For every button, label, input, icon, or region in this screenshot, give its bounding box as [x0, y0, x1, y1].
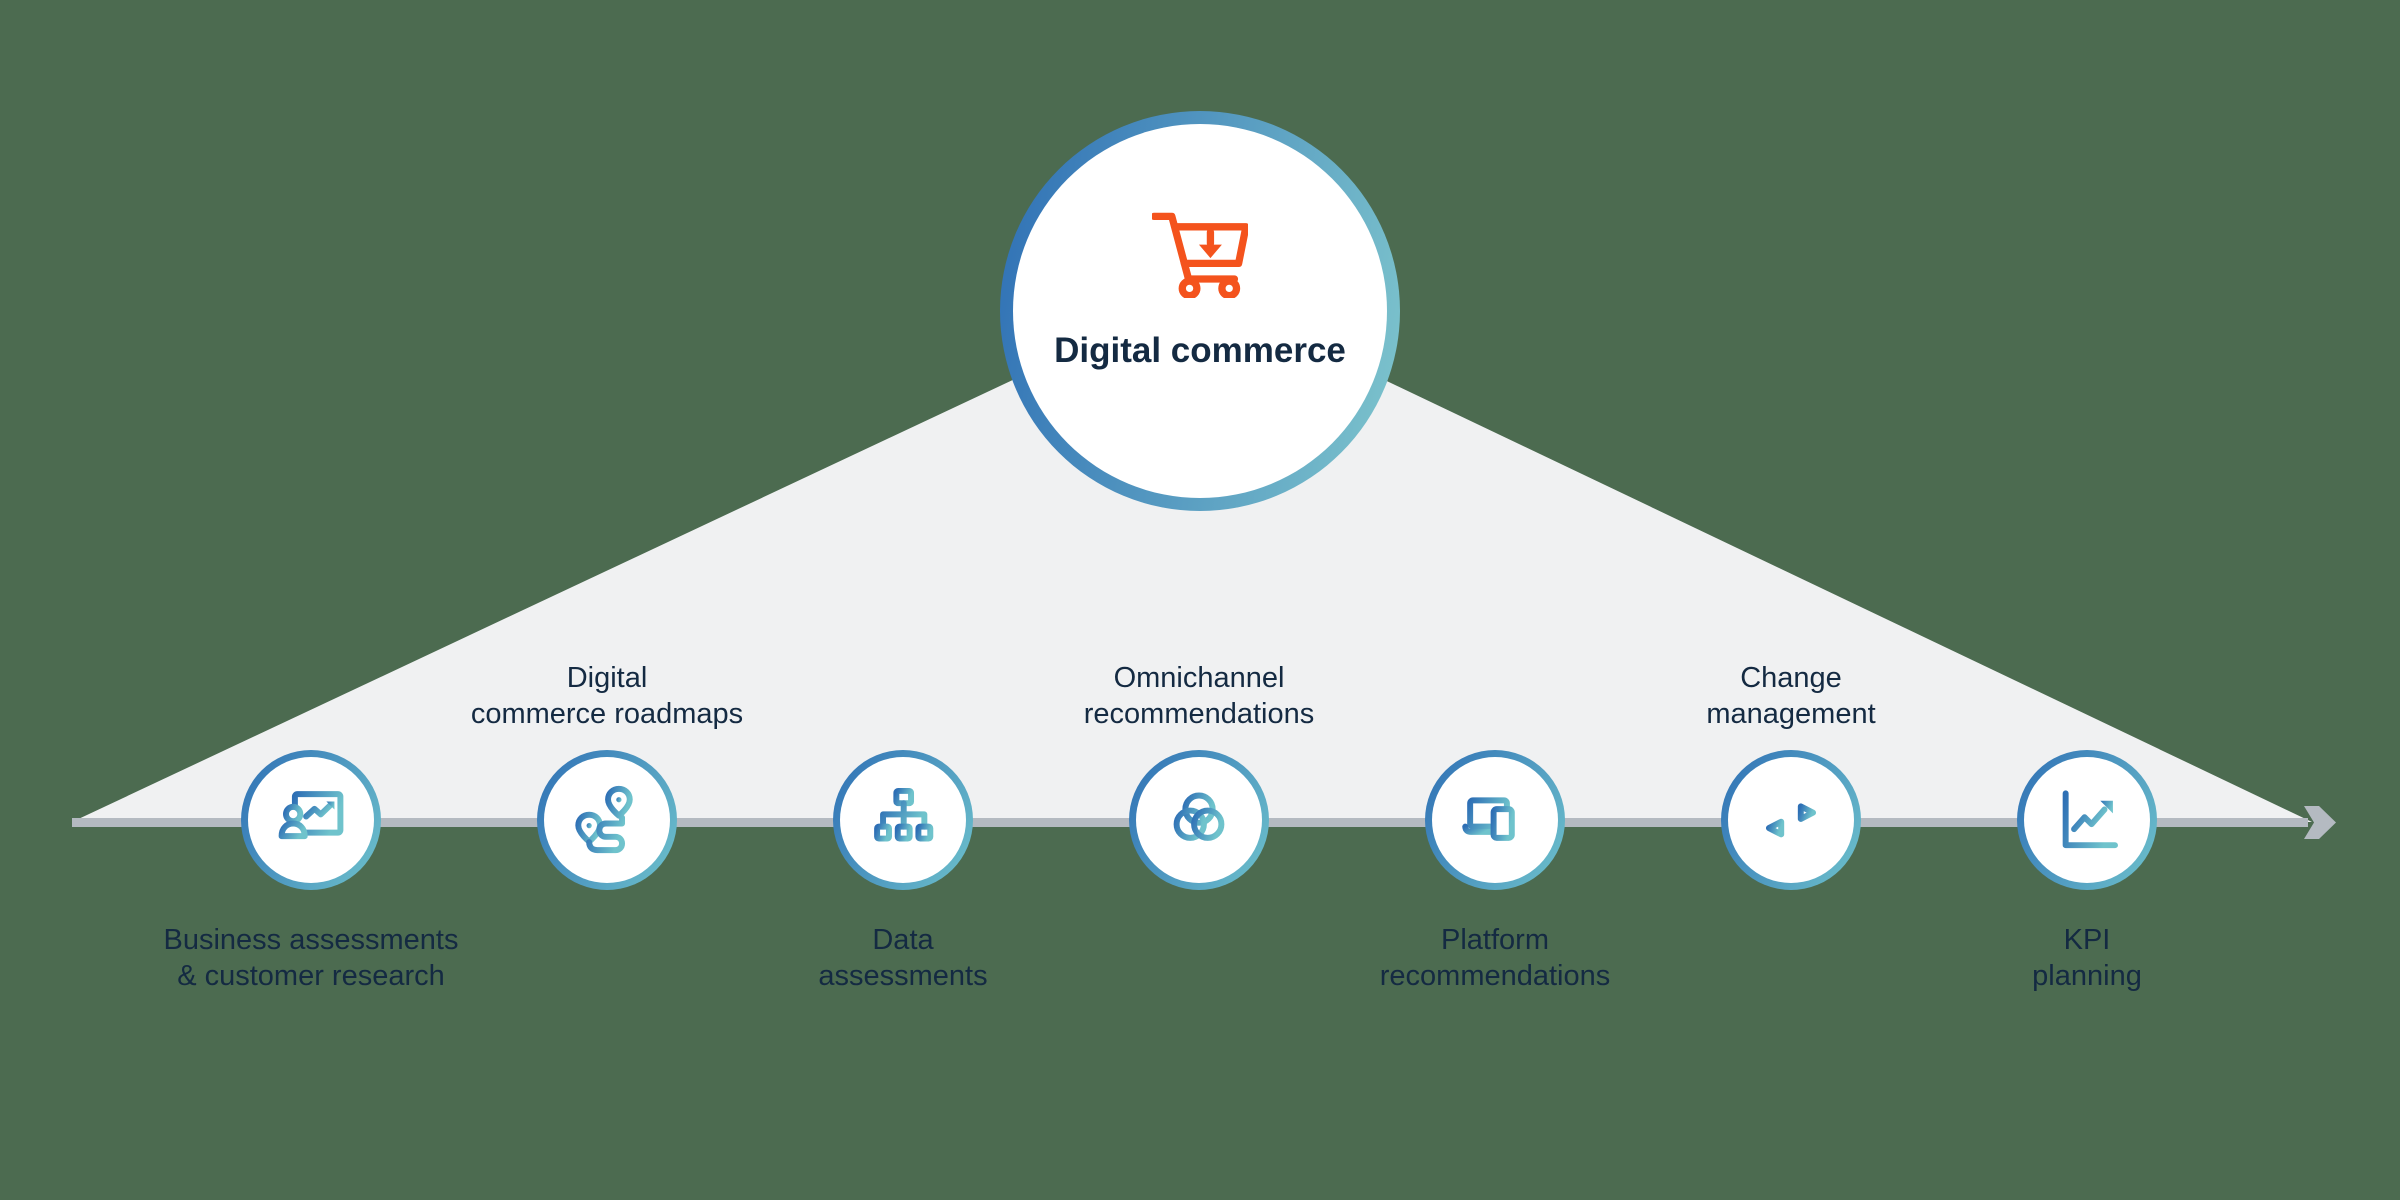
step-label-7: KPI planning — [2032, 922, 2142, 994]
step-label-6: Change management — [1706, 660, 1875, 732]
step-label-2-line2: commerce roadmaps — [470, 698, 744, 730]
presentation-chart-icon — [278, 791, 344, 840]
step-label-3-line1: Data — [872, 924, 934, 956]
route-pins-icon — [575, 785, 633, 854]
step-label-7-line1: KPI — [2063, 924, 2111, 956]
shopping-cart-download-icon — [1152, 212, 1248, 298]
step-circle-4 — [1129, 750, 1269, 890]
step-label-5: Platform recommendations — [1380, 922, 1611, 994]
step-circle-7 — [2017, 750, 2157, 890]
step-label-1-line1: Business assessments — [163, 924, 459, 956]
step-label-7-line2: planning — [2032, 960, 2142, 992]
step-circle-2 — [537, 750, 677, 890]
laptop-phone-icon — [1462, 797, 1515, 841]
timeline-arrowhead-icon — [2304, 806, 2336, 839]
hub-title-line2: commerce — [1170, 331, 1346, 370]
pyramid-triangle — [72, 292, 2312, 822]
step-label-4-line2: recommendations — [1083, 698, 1315, 730]
step-label-6-line1: Change — [1740, 662, 1842, 694]
step-circle-6 — [1721, 750, 1861, 890]
step-circle-5 — [1425, 750, 1565, 890]
step-label-5-line1: Platform — [1441, 924, 1549, 956]
step-label-2-line1: Digital — [566, 662, 648, 694]
hub-title: Digital commerce — [1000, 331, 1400, 371]
hub-title-line1: Digital — [1054, 331, 1162, 370]
step-label-1-line2: & customer research — [177, 960, 445, 992]
step-label-4-line1: Omnichannel — [1113, 662, 1285, 694]
step-label-3-line2: assessments — [818, 960, 988, 992]
transfer-arrows-icon — [1763, 803, 1819, 838]
line-chart-arrow-icon — [2062, 790, 2118, 849]
step-label-1: Business assessments & customer research — [164, 922, 459, 994]
step-label-4: Omnichannel recommendations — [1084, 660, 1315, 732]
step-label-5-line2: recommendations — [1379, 960, 1611, 992]
step-label-2: Digital commerce roadmaps — [471, 660, 743, 732]
step-circle-1 — [241, 750, 381, 890]
step-label-6-line2: management — [1706, 698, 1876, 730]
step-label-3: Data assessments — [818, 922, 987, 994]
step-circle-3 — [833, 750, 973, 890]
sitemap-icon — [874, 787, 934, 842]
hub-circle — [1000, 111, 1400, 511]
venn-circles-icon — [1173, 792, 1225, 841]
